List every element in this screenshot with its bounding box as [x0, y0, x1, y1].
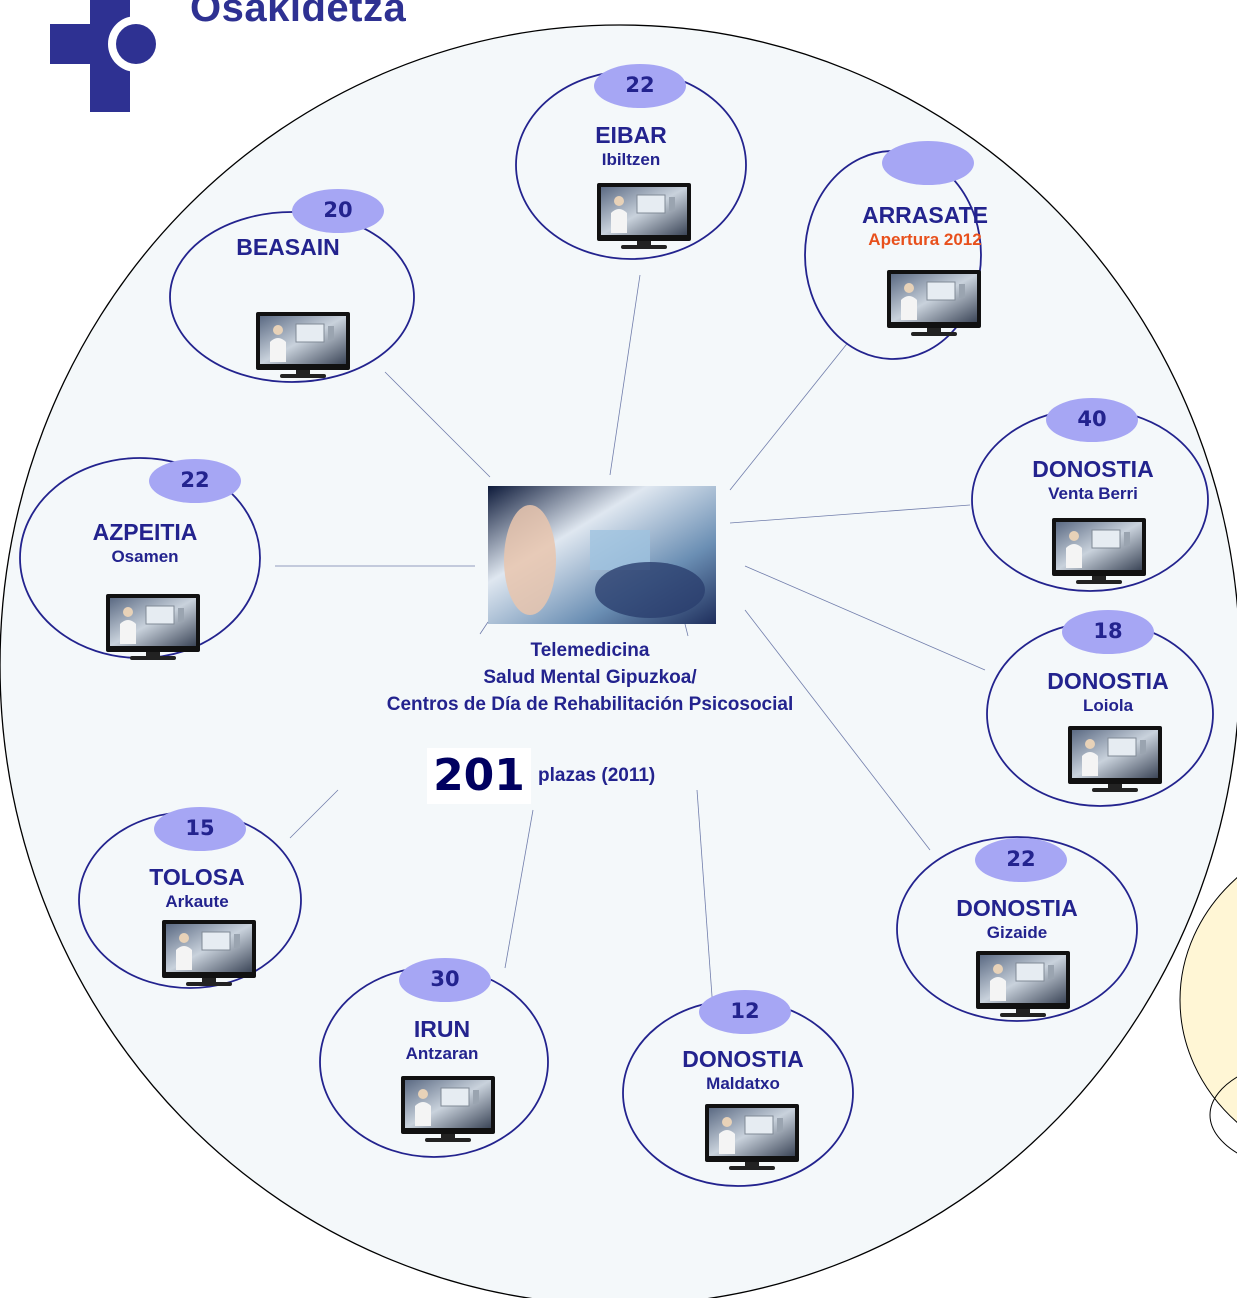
tv-monitor-icon: [704, 1103, 800, 1171]
center-city: DONOSTIA: [956, 895, 1078, 921]
count-badge: 20: [323, 198, 353, 222]
tv-monitor-icon: [886, 269, 982, 337]
count-badge-oval: [882, 141, 974, 185]
logo-text: Osakidetza: [190, 0, 407, 30]
count-badge-oval: [594, 64, 686, 108]
count-badge: 12: [730, 999, 760, 1023]
count-badge-oval: [154, 807, 246, 851]
count-badge: 30: [430, 967, 460, 991]
center-name: Ibiltzen: [601, 150, 661, 169]
count-badge: 15: [185, 816, 215, 840]
count-badge: 22: [1006, 847, 1036, 871]
connector-line: [729, 339, 851, 491]
center-node-donostia-venta-berri: DONOSTIA Venta Berri: [973, 456, 1213, 505]
count-badge: 40: [1077, 407, 1107, 431]
connector-line: [609, 274, 641, 476]
tv-monitor-icon: [1051, 517, 1147, 585]
osakidetza-logo-icon: [50, 0, 164, 112]
count-badge: 18: [1093, 619, 1123, 643]
center-city: TOLOSA: [149, 864, 245, 890]
connector-line: [504, 809, 534, 969]
center-title-line2: Salud Mental Gipuzkoa/: [483, 667, 697, 688]
center-city: EIBAR: [595, 122, 667, 148]
center-name: Antzaran: [405, 1044, 479, 1063]
node-circle-beasain: [169, 211, 415, 383]
center-name: Loiola: [1082, 696, 1134, 715]
connector-line: [696, 789, 714, 1011]
count-badge-oval: [975, 838, 1067, 882]
badge-ovals: [149, 64, 1154, 1034]
tv-monitor-icon: [1067, 725, 1163, 793]
count-badge-oval: [699, 990, 791, 1034]
center-city: AZPEITIA: [92, 519, 198, 545]
connector-line: [729, 504, 971, 524]
center-node-tolosa: TOLOSA Arkaute: [77, 864, 317, 913]
center-node-donostia-loiola: DONOSTIA Loiola: [988, 668, 1228, 717]
side-circle: [1179, 877, 1237, 1123]
connector-line: [744, 565, 986, 671]
count-badge-oval: [1062, 610, 1154, 654]
center-node-azpeitia: AZPEITIA Osamen: [25, 519, 265, 568]
center-name: Gizaide: [986, 923, 1048, 942]
center-city: DONOSTIA: [1032, 456, 1154, 482]
count-badge-oval: [399, 958, 491, 1002]
center-name: Osamen: [111, 547, 179, 566]
center-title-line1: Telemedicina: [530, 640, 650, 661]
connector-line: [384, 371, 491, 478]
center-node-beasain: BEASAIN: [168, 234, 408, 261]
center-city: BEASAIN: [236, 234, 340, 260]
connector-line: [684, 623, 689, 637]
total-places-number: 201: [427, 748, 531, 804]
center-city: IRUN: [413, 1016, 471, 1042]
center-node-donostia-gizaide: DONOSTIA Gizaide: [897, 895, 1137, 944]
tv-monitor-icon: [105, 593, 201, 661]
telemedicine-photo: [488, 486, 716, 624]
center-name: Arkaute: [165, 892, 229, 911]
center-name: Apertura 2012: [868, 230, 982, 249]
tv-monitor-icon: [400, 1075, 496, 1143]
center-node-arrasate: ARRASATE Apertura 2012: [805, 202, 1045, 251]
connector-line: [744, 609, 931, 851]
center-node-irun: IRUN Antzaran: [322, 1016, 562, 1065]
count-badge: 22: [180, 468, 210, 492]
tv-monitor-icon: [975, 950, 1071, 1018]
connector-line: [289, 789, 339, 839]
center-city: ARRASATE: [861, 202, 989, 228]
count-badge-oval: [1046, 398, 1138, 442]
center-title: Telemedicina Salud Mental Gipuzkoa/ Cent…: [280, 637, 900, 718]
center-city: DONOSTIA: [682, 1046, 804, 1072]
side-inner-circle: [1209, 1076, 1237, 1154]
center-title-line3: Centros de Día de Rehabilitación Psicoso…: [386, 694, 794, 715]
tv-monitor-icon: [596, 182, 692, 250]
total-places-label: plazas (2011): [538, 765, 656, 786]
count-badge: [888, 142, 968, 182]
tv-monitor-icon: [255, 311, 351, 379]
center-node-eibar: EIBAR Ibiltzen: [511, 122, 751, 171]
tv-monitor-icon: [161, 919, 257, 987]
center-name: Maldatxo: [706, 1074, 780, 1093]
connector-line: [479, 621, 489, 635]
node-circle-donostia-gizaide: [896, 836, 1138, 1022]
center-node-donostia-maldatxo: DONOSTIA Maldatxo: [623, 1046, 863, 1095]
count-badge: 22: [625, 73, 655, 97]
count-badge-oval: [292, 189, 384, 233]
center-name: Venta Berri: [1048, 484, 1138, 503]
count-badge-oval: [149, 459, 241, 503]
connector-lines: [275, 274, 986, 1011]
center-city: DONOSTIA: [1047, 668, 1169, 694]
